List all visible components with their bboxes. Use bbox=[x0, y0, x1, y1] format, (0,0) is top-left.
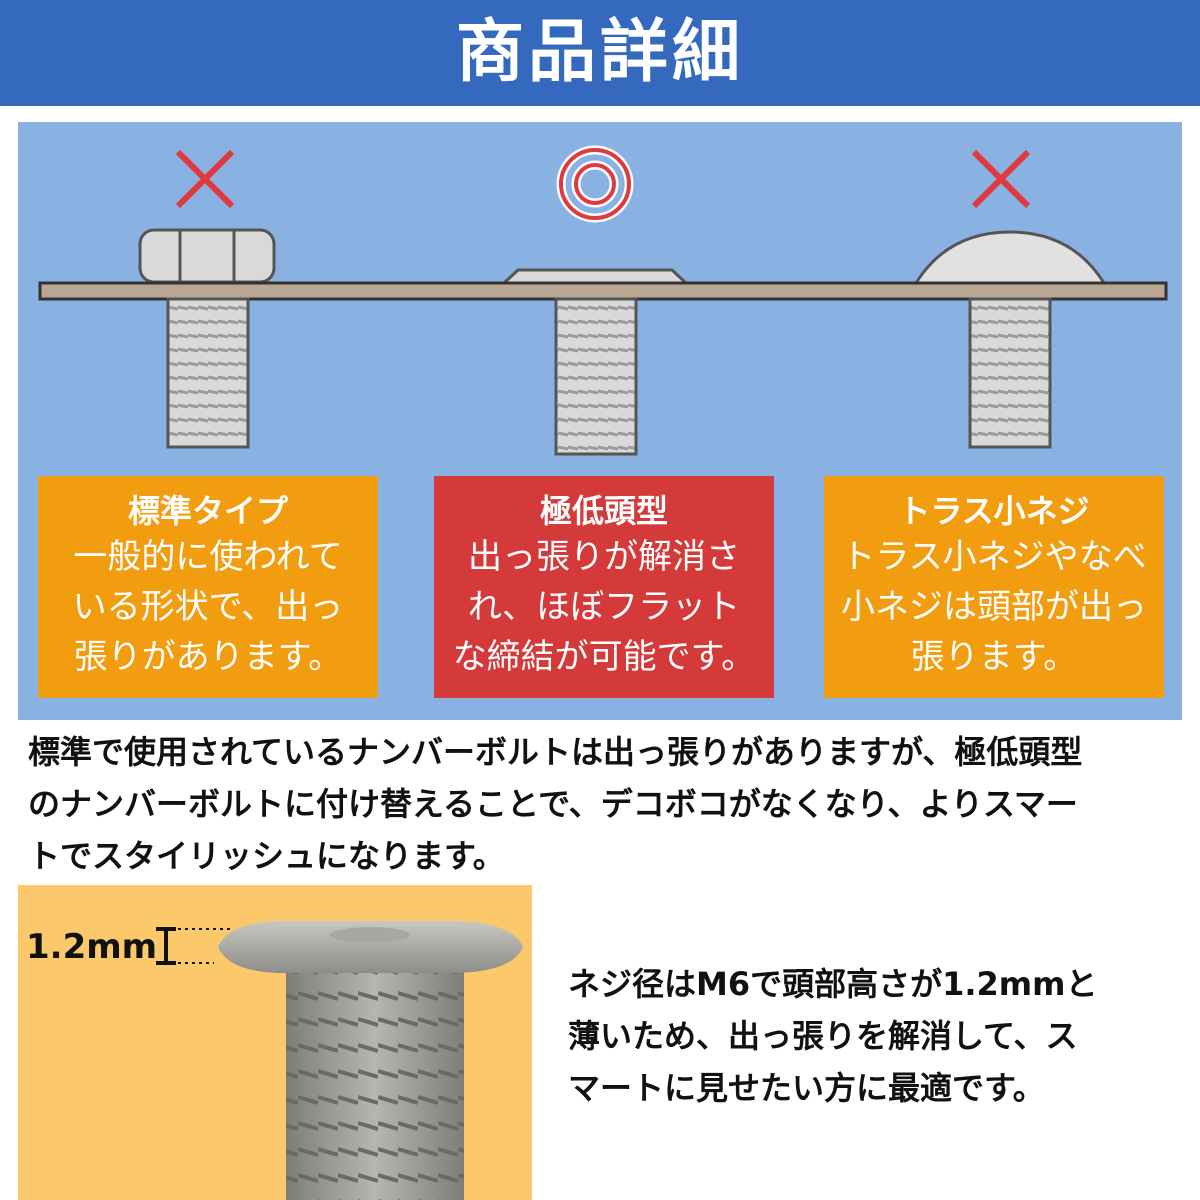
bolt-shaft bbox=[166, 297, 250, 449]
bolt-comparison-illustration bbox=[38, 145, 1168, 456]
box-body: 一般的に使われて いる形状で、出っ 張りがあります。 bbox=[38, 532, 378, 682]
bolt-shaft bbox=[968, 297, 1052, 449]
spec-line: マートに見せたい方に最適です。 bbox=[568, 1069, 1045, 1107]
description-line: トでスタイリッシュになります。 bbox=[28, 837, 505, 875]
box-body: 出っ張りが解消さ れ、ほぼフラット な締結が可能です。 bbox=[434, 532, 774, 682]
standard-type-box: 標準タイプ 一般的に使われて いる形状で、出っ 張りがあります。 bbox=[38, 476, 378, 698]
page-title: 商品詳細 bbox=[455, 13, 744, 92]
comparison-diagram: 標準タイプ 一般的に使われて いる形状で、出っ 張りがあります。 極低頭型 出っ… bbox=[18, 122, 1182, 720]
box-line: な締結が可能です。 bbox=[452, 637, 756, 677]
box-body: トラス小ネジやなべ 小ネジは頭部が出っ 張ります。 bbox=[824, 532, 1164, 682]
box-line: 一般的に使われて bbox=[73, 537, 343, 577]
box-line: 出っ張りが解消さ bbox=[468, 537, 740, 577]
box-line: 張ります。 bbox=[910, 637, 1078, 677]
low-head-type-box: 極低頭型 出っ張りが解消さ れ、ほぼフラット な締結が可能です。 bbox=[434, 476, 774, 698]
dimension-label: 1.2mm bbox=[26, 927, 158, 967]
spec-line: 薄いため、出っ張りを解消して、ス bbox=[568, 1017, 1078, 1055]
double-circle-icon bbox=[556, 145, 634, 223]
box-line: 小ネジは頭部が出っ bbox=[841, 587, 1147, 627]
truss-head bbox=[913, 230, 1107, 285]
spec-text: ネジ径はM6で頭部高さが1.2mmと 薄いため、出っ張りを解消して、ス マートに… bbox=[568, 958, 1168, 1114]
hex-nut-head bbox=[138, 228, 276, 284]
description-text: 標準で使用されているナンバーボルトは出っ張りがありますが、極低頭型 のナンバーボ… bbox=[28, 726, 1178, 882]
cross-icon bbox=[971, 149, 1031, 209]
box-line: 張りがあります。 bbox=[73, 637, 343, 677]
box-title: 標準タイプ bbox=[127, 492, 288, 530]
bolt-photo: 1.2mm bbox=[18, 885, 532, 1200]
header-banner: 商品詳細 bbox=[0, 0, 1200, 106]
box-title: 極低頭型 bbox=[539, 492, 668, 530]
description-line: のナンバーボルトに付け替えることで、デコボコがなくなり、よりスマー bbox=[28, 785, 1078, 823]
box-title: トラス小ネジ bbox=[898, 492, 1090, 530]
cross-icon bbox=[175, 149, 235, 209]
box-line: いる形状で、出っ bbox=[72, 587, 344, 627]
metal-plate bbox=[38, 281, 1168, 301]
box-line: れ、ほぼフラット bbox=[467, 587, 741, 627]
low-head-bolt-head bbox=[500, 268, 690, 285]
description-line: 標準で使用されているナンバーボルトは出っ張りがありますが、極低頭型 bbox=[28, 733, 1083, 771]
bolt-shaft bbox=[554, 297, 638, 456]
spec-line: ネジ径はM6で頭部高さが1.2mmと bbox=[568, 965, 1098, 1003]
box-line: トラス小ネジやなべ bbox=[841, 537, 1147, 577]
dimension-marker-icon bbox=[156, 927, 230, 965]
bolt-photo-illustration bbox=[156, 921, 523, 1200]
truss-type-box: トラス小ネジ トラス小ネジやなべ 小ネジは頭部が出っ 張ります。 bbox=[824, 476, 1164, 698]
